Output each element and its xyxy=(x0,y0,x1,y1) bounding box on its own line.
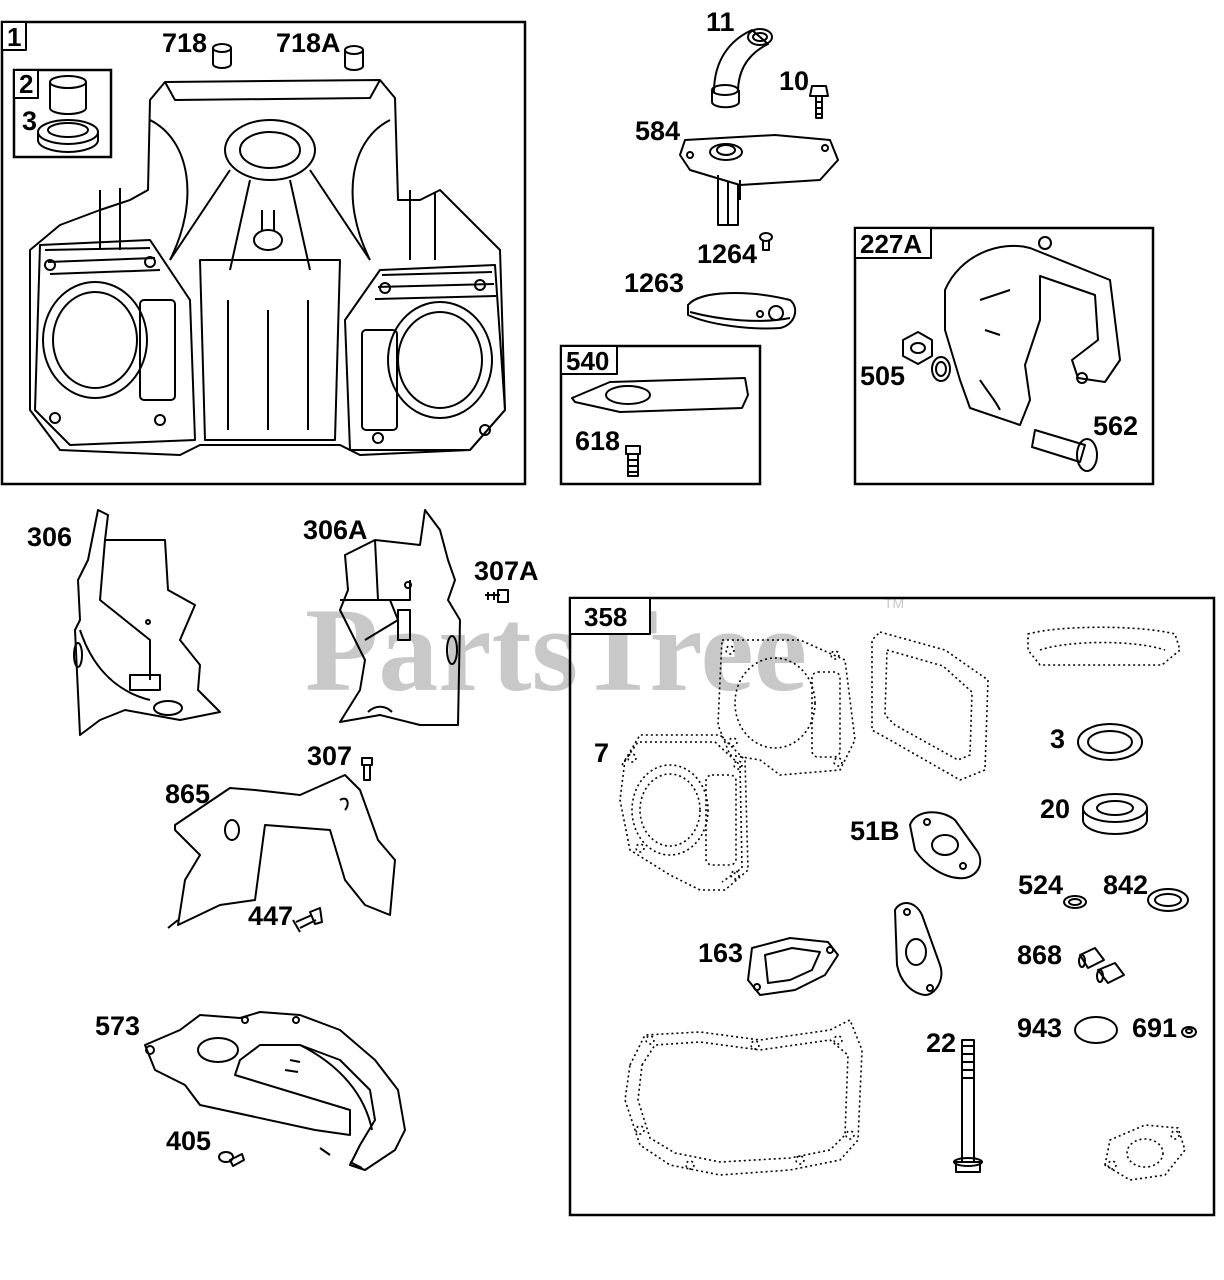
nut-505-drawing xyxy=(902,331,951,382)
group-358-box[interactable]: 358 xyxy=(568,596,1216,1217)
bushing-drawing xyxy=(49,75,87,115)
label-306: 306 xyxy=(27,522,72,552)
dowel-pin-718 xyxy=(212,43,232,69)
washer-524-drawing xyxy=(1063,895,1087,909)
label-505: 505 xyxy=(860,361,905,391)
shield-573-drawing xyxy=(144,1011,406,1171)
cylinder-head-gasket-7-drawing xyxy=(619,734,749,891)
label-562: 562 xyxy=(1093,411,1138,441)
bolt-10-drawing xyxy=(809,85,829,119)
label-868: 868 xyxy=(1017,940,1062,970)
bolt-22-drawing xyxy=(953,1039,983,1173)
label-584: 584 xyxy=(635,116,680,146)
label-1263: 1263 xyxy=(624,268,684,298)
label-865: 865 xyxy=(165,779,210,809)
oil-seal-20-drawing xyxy=(1082,793,1148,835)
o-ring-943-drawing xyxy=(1074,1016,1118,1044)
screw-1264-drawing xyxy=(759,232,773,251)
label-573: 573 xyxy=(95,1011,140,1041)
label-524: 524 xyxy=(1018,870,1063,900)
head-gasket-drawing xyxy=(717,639,856,776)
label-842: 842 xyxy=(1103,870,1148,900)
group-1-tag: 1 xyxy=(7,22,21,52)
breather-cover-drawing xyxy=(679,134,839,226)
dowel-pin-718A xyxy=(344,45,364,71)
baffle-plate-540-drawing xyxy=(571,377,749,413)
bracket-227A-drawing xyxy=(944,236,1121,426)
screw-447-drawing xyxy=(292,907,323,933)
label-447: 447 xyxy=(248,901,293,931)
carburetor-gasket-drawing xyxy=(894,902,943,996)
washer-842-drawing xyxy=(1147,888,1189,912)
screw-307A-drawing xyxy=(485,589,509,603)
crankcase-cover-gasket-drawing xyxy=(624,1018,863,1176)
label-51B: 51B xyxy=(850,816,900,846)
oil-seal-drawing xyxy=(37,119,99,153)
label-163: 163 xyxy=(698,938,743,968)
group-2-box[interactable]: 2 xyxy=(12,68,113,159)
label-3-gasket-set: 3 xyxy=(1050,724,1065,754)
oil-seal-3-drawing xyxy=(1077,723,1143,761)
label-718A: 718A xyxy=(276,28,341,58)
cylinder-block-drawing xyxy=(29,79,506,456)
label-1264: 1264 xyxy=(697,239,757,269)
label-11: 11 xyxy=(706,7,735,37)
air-guide-306A-drawing xyxy=(339,509,461,726)
label-20: 20 xyxy=(1040,794,1070,824)
label-22: 22 xyxy=(926,1028,956,1058)
watermark: PartsTree xyxy=(305,583,807,716)
label-618: 618 xyxy=(575,426,620,456)
group-2-tag: 2 xyxy=(19,69,33,99)
baffle-865-drawing xyxy=(167,774,396,929)
air-guide-306-drawing xyxy=(73,509,221,736)
label-7: 7 xyxy=(594,738,609,768)
seal-691-drawing xyxy=(1181,1026,1197,1038)
label-306A: 306A xyxy=(303,515,368,545)
screw-405-drawing xyxy=(218,1151,245,1167)
group-227A-box[interactable]: 227A xyxy=(853,226,1155,486)
breather-tube-drawing xyxy=(711,28,773,109)
pin-562-drawing xyxy=(1031,429,1098,472)
screw-618-drawing xyxy=(625,445,641,477)
label-405: 405 xyxy=(166,1126,211,1156)
group-227A-tag: 227A xyxy=(860,229,922,259)
group-540-tag: 540 xyxy=(566,346,609,376)
label-3-seal: 3 xyxy=(22,106,37,136)
breather-gasket-drawing xyxy=(687,292,797,330)
group-358-tag: 358 xyxy=(584,602,627,632)
label-718: 718 xyxy=(162,28,207,58)
label-307: 307 xyxy=(307,741,352,771)
intake-gasket-51B-drawing xyxy=(909,811,982,880)
gasket-163-drawing xyxy=(747,937,839,996)
group-540-box[interactable]: 540 xyxy=(559,344,762,486)
valve-seal-868-drawing xyxy=(1078,947,1125,984)
label-10: 10 xyxy=(779,66,809,96)
exhaust-gasket-drawing xyxy=(1104,1124,1186,1181)
label-307A: 307A xyxy=(474,556,539,586)
rocker-cover-gasket-drawing xyxy=(871,631,989,781)
label-691: 691 xyxy=(1132,1013,1177,1043)
group-1-box[interactable]: 1 xyxy=(0,20,527,486)
label-943: 943 xyxy=(1017,1013,1062,1043)
screw-307-drawing xyxy=(361,757,373,781)
crankcase-gasket-drawing xyxy=(1027,626,1181,666)
